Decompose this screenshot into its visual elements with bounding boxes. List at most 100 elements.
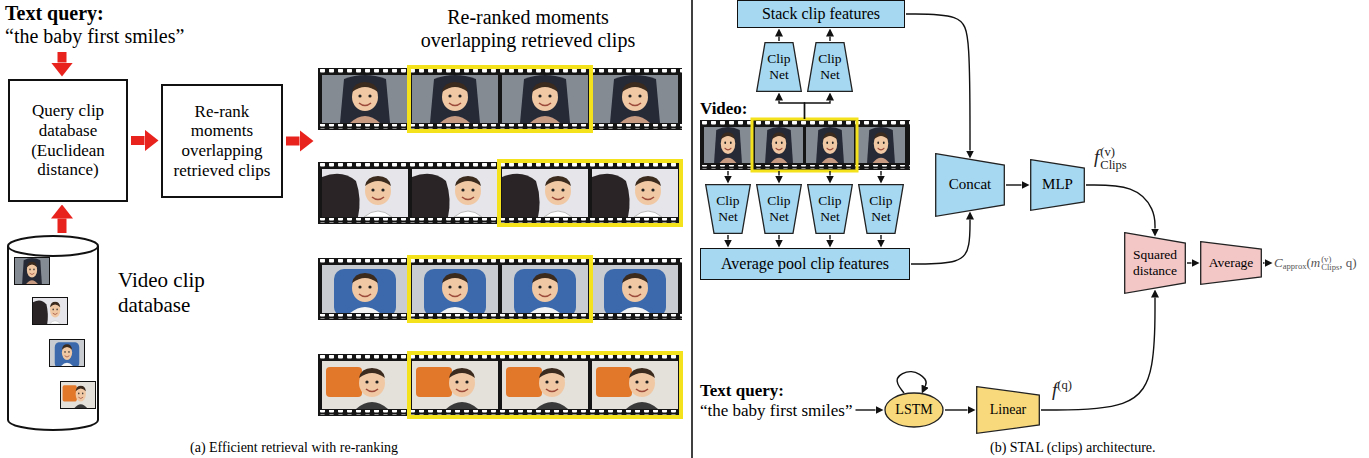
connector-arrow <box>829 37 830 42</box>
connector-arrow <box>1041 298 1155 411</box>
mlp-trapezoid: MLP <box>1030 159 1085 211</box>
node-text: Linear <box>990 402 1027 418</box>
clipnet-trapezoid: Clip Net <box>705 184 751 234</box>
connector-arrow <box>856 409 876 410</box>
label-text: Clips <box>1321 263 1339 272</box>
connector-arrow <box>1187 262 1192 263</box>
connector-arrow <box>897 372 926 393</box>
process-box: Re-rank moments overlapping retrieved cl… <box>161 84 283 198</box>
query-text: Text query:“the baby first smiles” <box>5 2 184 48</box>
node-text: Video clip database <box>118 268 248 318</box>
node-text: Text query: <box>700 381 853 401</box>
node-text: Clip Net <box>807 193 853 224</box>
connector-arrow <box>1086 185 1155 229</box>
connector-arrow <box>778 171 779 176</box>
video-film-strip <box>700 119 910 171</box>
connector-arrow <box>906 14 970 151</box>
script-stack: (v)Clips <box>1321 255 1339 272</box>
clipnet-trapezoid: Clip Net <box>756 42 802 92</box>
label-text: approx <box>1283 261 1307 271</box>
label-text: (v) <box>1100 146 1126 159</box>
node-text: Average <box>1209 255 1254 271</box>
node-text: Re-ranked moments overlapping retrieved … <box>404 6 652 52</box>
node-text: LSTM <box>895 402 932 418</box>
feature-symbol: f(v)Clips <box>1094 146 1127 171</box>
label-text: Clips <box>1100 159 1126 172</box>
node-text: Video: <box>700 99 748 119</box>
film-strip <box>318 257 682 321</box>
video-strip: Video: <box>700 120 910 170</box>
distance-trapezoid: Squared distance <box>1124 232 1186 294</box>
connector-arrow <box>1006 184 1022 185</box>
clipnet-trapezoid: Clip Net <box>807 42 853 92</box>
node-text: Squared distance <box>1124 247 1186 278</box>
connector-arrow <box>727 171 728 176</box>
lstm-ellipse: LSTM <box>884 392 944 428</box>
connector-arrow <box>880 235 881 240</box>
feature-box: Stack clip features <box>737 0 905 28</box>
average-trapezoid: Average <box>1200 241 1262 285</box>
clipnet-trapezoid: Clip Net <box>756 184 802 234</box>
clipnet-trapezoid: Clip Net <box>807 184 853 234</box>
output-arrow <box>1263 262 1265 263</box>
feature-box: Average pool clip features <box>700 248 910 280</box>
query-text: Text query:“the baby first smiles” <box>700 381 853 420</box>
node-text: Clip Net <box>858 193 904 224</box>
film-strip <box>318 161 682 225</box>
figure-caption: (a) Efficient retrieval with re-ranking <box>190 440 398 456</box>
connector-arrow <box>58 52 67 63</box>
label-text: (q) <box>1057 378 1072 392</box>
node-text: Clip Net <box>807 51 853 82</box>
node-text: Text query: <box>5 2 184 25</box>
feature-symbol: f(q) <box>1052 378 1072 401</box>
output-formula: Capprox(m(v)Clips, q) <box>1274 255 1357 272</box>
process-box: Query clip database (Euclidean distance) <box>8 79 128 202</box>
linear-trapezoid: Linear <box>976 386 1040 434</box>
node-text: Clip Net <box>756 51 802 82</box>
connector-arrow <box>829 171 830 176</box>
database-cylinder-outline <box>7 236 99 430</box>
node-text: Stack clip features <box>762 5 880 23</box>
node-text: “the baby first smiles” <box>5 25 184 48</box>
label-text: (v) <box>1321 255 1339 264</box>
label-text: , q) <box>1339 254 1356 269</box>
film-strip <box>318 353 682 417</box>
node-text: MLP <box>1042 176 1073 193</box>
node-text: “the baby first smiles” <box>700 401 853 421</box>
clipnet-trapezoid: Clip Net <box>858 184 904 234</box>
label-text: ( <box>1307 254 1311 269</box>
label-text: (a) Efficient retrieval with re-ranking <box>190 440 398 455</box>
connector-arrow <box>286 137 300 146</box>
node-text: Re-rank moments overlapping retrieved cl… <box>167 102 277 180</box>
connector-arrow <box>911 220 970 265</box>
connector-arrow <box>880 171 881 176</box>
node-text: Clip Net <box>705 193 751 224</box>
connector-arrow <box>131 136 145 145</box>
concat-trapezoid: Concat <box>935 153 1005 217</box>
label-text: C <box>1274 254 1283 269</box>
connector-arrow <box>945 409 968 410</box>
node-text: Average pool clip features <box>721 255 889 273</box>
connector-arrow <box>58 219 67 234</box>
connector-arrow <box>779 101 805 120</box>
connector-arrow <box>727 235 728 240</box>
script-stack: (v)Clips <box>1100 146 1126 171</box>
label-text: m <box>1311 254 1320 269</box>
database-cylinder: Video clip database <box>7 236 99 430</box>
connector-arrow <box>829 235 830 240</box>
film-strip <box>318 67 682 131</box>
panel-divider <box>691 0 693 458</box>
node-text: Query clip database (Euclidean distance) <box>14 101 122 179</box>
figure-caption: (b) STAL (clips) architecture. <box>990 440 1156 456</box>
label-text: f <box>1052 379 1057 400</box>
node-text: Concat <box>949 176 992 193</box>
connector-arrow <box>805 101 831 120</box>
label-text: (b) STAL (clips) architecture. <box>990 440 1156 455</box>
result-panel: Re-ranked moments overlapping retrieved … <box>314 6 686 438</box>
database-thumbnails <box>14 257 96 409</box>
label-text: f <box>1094 146 1099 167</box>
connector-arrow <box>778 235 779 240</box>
